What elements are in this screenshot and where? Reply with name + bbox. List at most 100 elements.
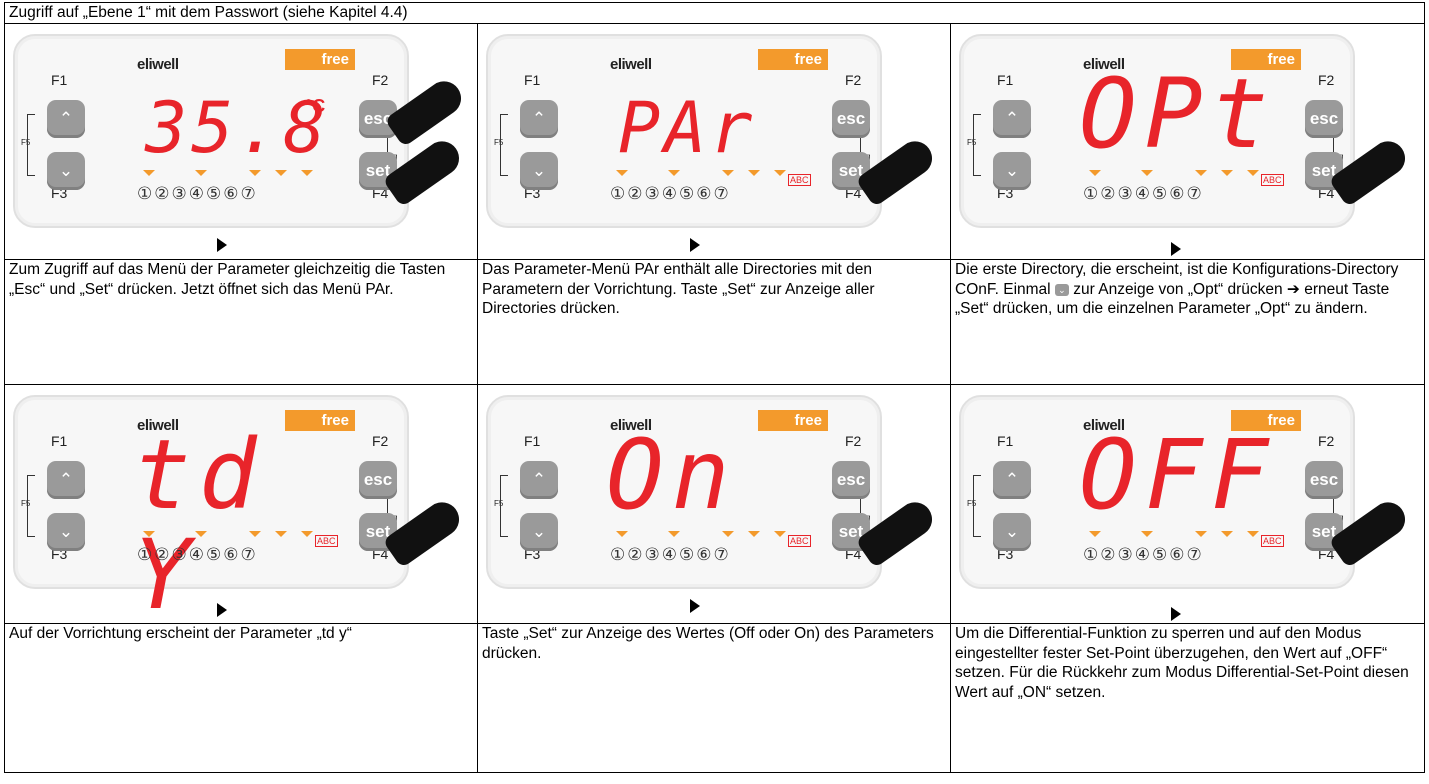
section-title: Zugriff auf „Ebene 1“ mit dem Passwort (…	[4, 2, 1425, 24]
f5-bracket	[27, 475, 35, 537]
step-1-text: Zum Zugriff auf das Menü der Parameter g…	[4, 259, 478, 385]
up-button[interactable]: ⌃	[520, 461, 558, 499]
controller-panel: eliwell free F1 F2 F3 F4 F5 Prg ⌃ ⌄ esc …	[959, 395, 1412, 589]
set-button[interactable]: set	[1305, 513, 1343, 551]
brand-logo: eliwell	[1083, 56, 1125, 73]
f2-label: F2	[845, 433, 862, 449]
f1-label: F1	[51, 433, 68, 449]
up-button[interactable]: ⌃	[520, 100, 558, 138]
f5-label: F5	[967, 138, 977, 147]
led-indicator	[195, 170, 207, 176]
brand-logo: eliwell	[1083, 417, 1125, 434]
led-indicator	[1247, 170, 1259, 176]
up-button[interactable]: ⌃	[993, 100, 1031, 138]
chevron-up-icon: ⌃	[531, 109, 547, 128]
up-button[interactable]: ⌃	[47, 461, 85, 499]
led-indicator	[249, 170, 261, 176]
free-tag: free	[1231, 49, 1301, 70]
f2-label: F2	[845, 72, 862, 88]
set-button[interactable]: set	[1305, 152, 1343, 190]
up-button[interactable]: ⌃	[47, 100, 85, 138]
free-tag: free	[285, 49, 355, 70]
step-2-image: eliwell free F1 F2 F3 F4 F5 Prg ⌃ ⌄ esc …	[477, 23, 951, 260]
step-3-image: eliwell free F1 F2 F3 F4 F5 Prg ⌃ ⌄ esc …	[950, 23, 1425, 260]
f1-label: F1	[524, 72, 541, 88]
f1-label: F1	[997, 433, 1014, 449]
chevron-up-icon: ⌃	[1004, 470, 1020, 489]
f5-bracket	[500, 475, 508, 537]
free-tag: free	[285, 410, 355, 431]
chevron-down-icon: ⌄	[1054, 283, 1069, 296]
led-indicator	[1195, 531, 1207, 537]
hand-icon	[855, 495, 939, 569]
led-numbers: ①②③④⑤⑥⑦	[1083, 545, 1204, 564]
led-indicator	[722, 170, 734, 176]
step-6-image: eliwell free F1 F2 F3 F4 F5 Prg ⌃ ⌄ esc …	[950, 384, 1425, 624]
hand-icon	[382, 495, 466, 569]
led-row	[143, 170, 323, 178]
f1-label: F1	[997, 72, 1014, 88]
led-row	[616, 531, 796, 539]
led-indicator	[275, 531, 287, 537]
esc-button[interactable]: esc	[832, 461, 870, 499]
controller-panel: eliwell free F1 F2 F3 F4 F5 Prg ⌃ ⌄ esc …	[13, 395, 466, 625]
step-5-image: eliwell free F1 F2 F3 F4 F5 Prg ⌃ ⌄ esc …	[477, 384, 951, 624]
down-button[interactable]: ⌄	[47, 152, 85, 190]
step-3-text: Die erste Directory, die erscheint, ist …	[950, 259, 1425, 385]
led-indicator	[748, 170, 760, 176]
led-indicator	[774, 531, 786, 537]
f5-label: F5	[494, 499, 504, 508]
led-row	[143, 531, 323, 539]
display-readout: OPt	[1079, 58, 1277, 170]
controller-panel: eliwell free F1 F2 F3 F4 F5 Prg ⌃ ⌄ esc …	[959, 34, 1412, 228]
chevron-up-icon: ⌃	[58, 109, 74, 128]
chevron-down-icon: ⌄	[531, 522, 547, 541]
hand-icon	[384, 74, 468, 148]
f5-bracket	[973, 475, 981, 537]
led-indicator	[1089, 531, 1101, 537]
esc-button[interactable]: esc	[359, 100, 397, 138]
down-button[interactable]: ⌄	[993, 513, 1031, 551]
led-numbers: ①②③④⑤⑥⑦	[610, 184, 731, 203]
esc-button[interactable]: esc	[359, 461, 397, 499]
led-indicator	[301, 531, 313, 537]
esc-button[interactable]: esc	[1305, 100, 1343, 138]
step-4-image: eliwell free F1 F2 F3 F4 F5 Prg ⌃ ⌄ esc …	[4, 384, 478, 625]
up-button[interactable]: ⌃	[993, 461, 1031, 499]
led-indicator	[722, 531, 734, 537]
play-arrow-icon	[690, 599, 700, 613]
set-button[interactable]: set	[832, 152, 870, 190]
f5-label: F5	[21, 138, 31, 147]
down-button[interactable]: ⌄	[520, 513, 558, 551]
down-button[interactable]: ⌄	[47, 513, 85, 551]
controller-panel: eliwell free F1 F2 F3 F4 F5 Prg ⌃ ⌄ esc …	[13, 34, 468, 228]
f1-label: F1	[51, 72, 68, 88]
led-row	[1089, 170, 1269, 178]
chevron-down-icon: ⌄	[1004, 522, 1020, 541]
step-2-text: Das Parameter-Menü PAr enthält alle Dire…	[477, 259, 951, 385]
f5-label: F5	[967, 499, 977, 508]
down-button[interactable]: ⌄	[520, 152, 558, 190]
led-indicator	[1141, 170, 1153, 176]
hand-icon	[1328, 495, 1412, 569]
brand-logo: eliwell	[610, 56, 652, 73]
step-6-text: Um die Differential-Funktion zu sperren …	[950, 623, 1425, 773]
f2-label: F2	[372, 433, 389, 449]
esc-button[interactable]: esc	[1305, 461, 1343, 499]
down-button[interactable]: ⌄	[993, 152, 1031, 190]
display-readout: OFF	[1079, 419, 1277, 531]
set-button[interactable]: set	[359, 513, 397, 551]
display-readout: On	[606, 419, 738, 531]
led-indicator	[275, 170, 287, 176]
led-numbers: ①②③④⑤⑥⑦	[137, 545, 258, 564]
display-readout: 35.8	[145, 87, 330, 169]
free-tag: free	[758, 49, 828, 70]
play-arrow-icon	[1171, 242, 1181, 256]
f5-bracket	[500, 114, 508, 176]
hand-icon	[1328, 134, 1412, 208]
esc-button[interactable]: esc	[832, 100, 870, 138]
led-indicator	[301, 170, 313, 176]
f2-label: F2	[1318, 72, 1335, 88]
f5-bracket	[27, 114, 35, 176]
chevron-up-icon: ⌃	[531, 470, 547, 489]
